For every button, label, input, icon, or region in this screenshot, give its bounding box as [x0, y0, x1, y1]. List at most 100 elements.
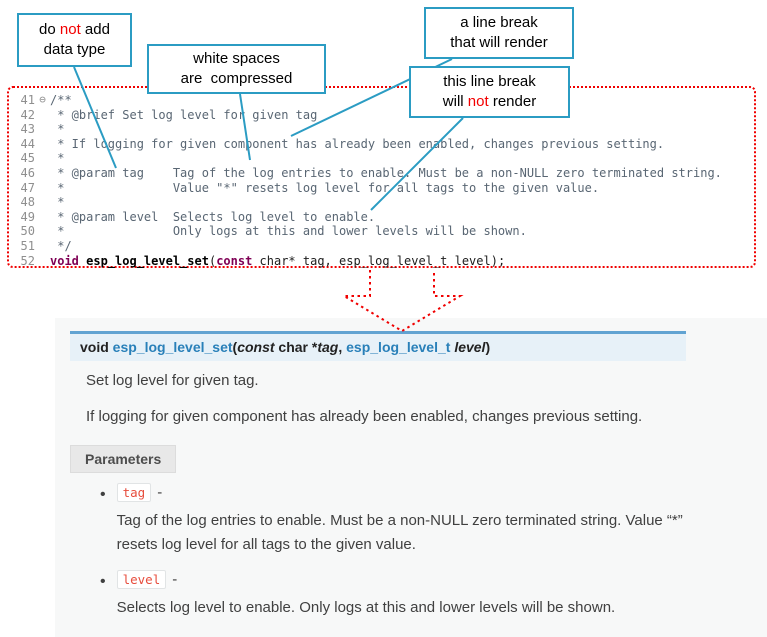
line-number: 43: [20, 122, 35, 137]
fold-gutter: [35, 151, 50, 166]
code-line: 51 */: [15, 239, 750, 254]
callout-text-line: data type: [43, 41, 106, 58]
code-text: * Only logs at this and lower levels wil…: [50, 224, 527, 239]
line-number: 44: [20, 136, 35, 151]
callout-text-line: that will render: [450, 34, 548, 51]
sig-type-link-esp-log-level-t[interactable]: esp_log_level_t: [346, 339, 451, 355]
fold-gutter: [35, 122, 50, 137]
callout-text-not: not: [59, 20, 81, 38]
code-text: */: [50, 238, 72, 253]
code-line-declaration: 52 void esp_log_level_set(const char* ta…: [15, 254, 750, 269]
callout-text: do: [39, 20, 60, 38]
callout-text-line: this line break: [443, 72, 536, 90]
callout-line-break-not-render: this line break will not render: [409, 66, 570, 118]
code-line: 44 * If logging for given component has …: [15, 137, 750, 152]
line-number: 51: [20, 238, 35, 253]
line-number: 50: [20, 224, 35, 239]
sig-punct: ,: [338, 339, 347, 355]
line-number: 47: [20, 180, 35, 195]
sig-keyword-const: const: [237, 339, 275, 355]
code-text: *: [50, 195, 65, 210]
callout-text: will: [442, 93, 468, 110]
code-line: 42 * @brief Set log level for given tag: [15, 108, 750, 123]
fold-gutter: [35, 195, 50, 210]
callout-line-break-renders: a line break that will render: [424, 7, 574, 59]
parameter-body: tag- Tag of the log entries to enable. M…: [116, 483, 713, 557]
code-line: 41 ⊖ /**: [15, 93, 750, 108]
fold-gutter: [35, 137, 50, 152]
parameter-description: Tag of the log entries to enable. Must b…: [116, 512, 683, 553]
fold-gutter: [35, 181, 50, 196]
sig-punct: (: [232, 339, 238, 355]
parameter-body: level- Selects log level to enable. Only…: [116, 570, 713, 620]
rendered-docs-panel: void esp_log_level_set(const char *tag, …: [55, 318, 767, 637]
fold-gutter: [35, 254, 50, 269]
param-dash: -: [172, 571, 178, 588]
line-number: 42: [20, 107, 35, 122]
parameters-heading: Parameters: [70, 445, 177, 473]
code-line: 50 * Only logs at this and lower levels …: [15, 224, 750, 239]
parameter-head: level-: [116, 570, 713, 589]
code-editor-snippet: 41 ⊖ /** 42 * @brief Set log level for g…: [7, 86, 756, 268]
param-name-code: level: [116, 570, 167, 589]
code-line: 49 * @param level Selects log level to e…: [15, 210, 750, 225]
code-text: *: [50, 122, 65, 137]
line-number: 41: [20, 93, 35, 107]
doc-paragraph-brief: Set log level for given tag.: [86, 372, 259, 389]
callout-text: add: [80, 20, 110, 38]
code-text: /**: [50, 93, 72, 107]
line-number: 45: [20, 151, 35, 166]
keyword-void: void: [50, 253, 87, 268]
fold-gutter: [35, 166, 50, 181]
keyword-const: const: [216, 253, 253, 268]
callout-text-line: will not render: [411, 92, 568, 112]
callout-text-line: white spaces: [193, 49, 280, 67]
param-name-code: tag: [116, 483, 152, 502]
parameter-description: Selects log level to enable. Only logs a…: [116, 599, 616, 616]
line-number: 52: [20, 253, 35, 268]
sig-param-tag: tag: [317, 339, 339, 355]
code-text: * @param tag Tag of the log entries to e…: [50, 165, 722, 180]
punctuation: (: [208, 253, 217, 268]
code-line: 48 *: [15, 195, 750, 210]
callout-white-spaces-compressed: white spaces are compressed: [147, 44, 326, 94]
code-text: *: [50, 151, 65, 166]
fold-gutter: [35, 224, 50, 239]
code-text: void esp_log_level_set(const char* tag, …: [50, 254, 505, 269]
code-text: * @brief Set log level for given tag: [50, 107, 318, 122]
fold-gutter: [35, 239, 50, 254]
sig-punct: ): [485, 339, 491, 355]
sig-param-level: level: [454, 339, 486, 355]
sig-function-name: esp_log_level_set: [112, 339, 233, 355]
code-text: * If logging for given component has alr…: [50, 136, 665, 151]
callout-text-line: a line break: [460, 13, 538, 31]
declaration-args: char* tag, esp_log_level_t level);: [252, 253, 506, 268]
code-line: 43 *: [15, 122, 750, 137]
fold-gutter: [35, 210, 50, 225]
line-number: 49: [20, 209, 35, 224]
parameter-head: tag-: [116, 483, 713, 502]
sig-type-char: char *: [274, 339, 318, 355]
parameter-item: • tag- Tag of the log entries to enable.…: [100, 483, 740, 557]
bullet-icon: •: [100, 573, 106, 590]
code-line: 46 * @param tag Tag of the log entries t…: [15, 166, 750, 181]
line-number: 46: [20, 165, 35, 180]
line-number: 48: [20, 195, 35, 210]
parameter-item: • level- Selects log level to enable. On…: [100, 570, 740, 620]
fold-collapse-icon[interactable]: ⊖: [39, 93, 46, 106]
code-text: * Value "*" resets log level for all tag…: [50, 180, 600, 195]
function-signature: void esp_log_level_set(const char *tag, …: [70, 331, 686, 361]
callout-text-line: are compressed: [180, 70, 293, 87]
callout-do-not-add-data-type: do not add data type: [17, 13, 132, 67]
callout-text: render: [488, 93, 537, 110]
callout-text-not: not: [467, 93, 489, 110]
sig-keyword-void: void: [80, 339, 113, 355]
bullet-icon: •: [100, 486, 106, 503]
code-text: * @param level Selects log level to enab…: [50, 209, 376, 224]
code-line: 45 *: [15, 151, 750, 166]
doc-paragraph-detail: If logging for given component has alrea…: [86, 408, 643, 425]
fold-gutter: [35, 108, 50, 123]
callout-text-line: do not add: [19, 20, 130, 40]
function-name: esp_log_level_set: [86, 253, 209, 268]
